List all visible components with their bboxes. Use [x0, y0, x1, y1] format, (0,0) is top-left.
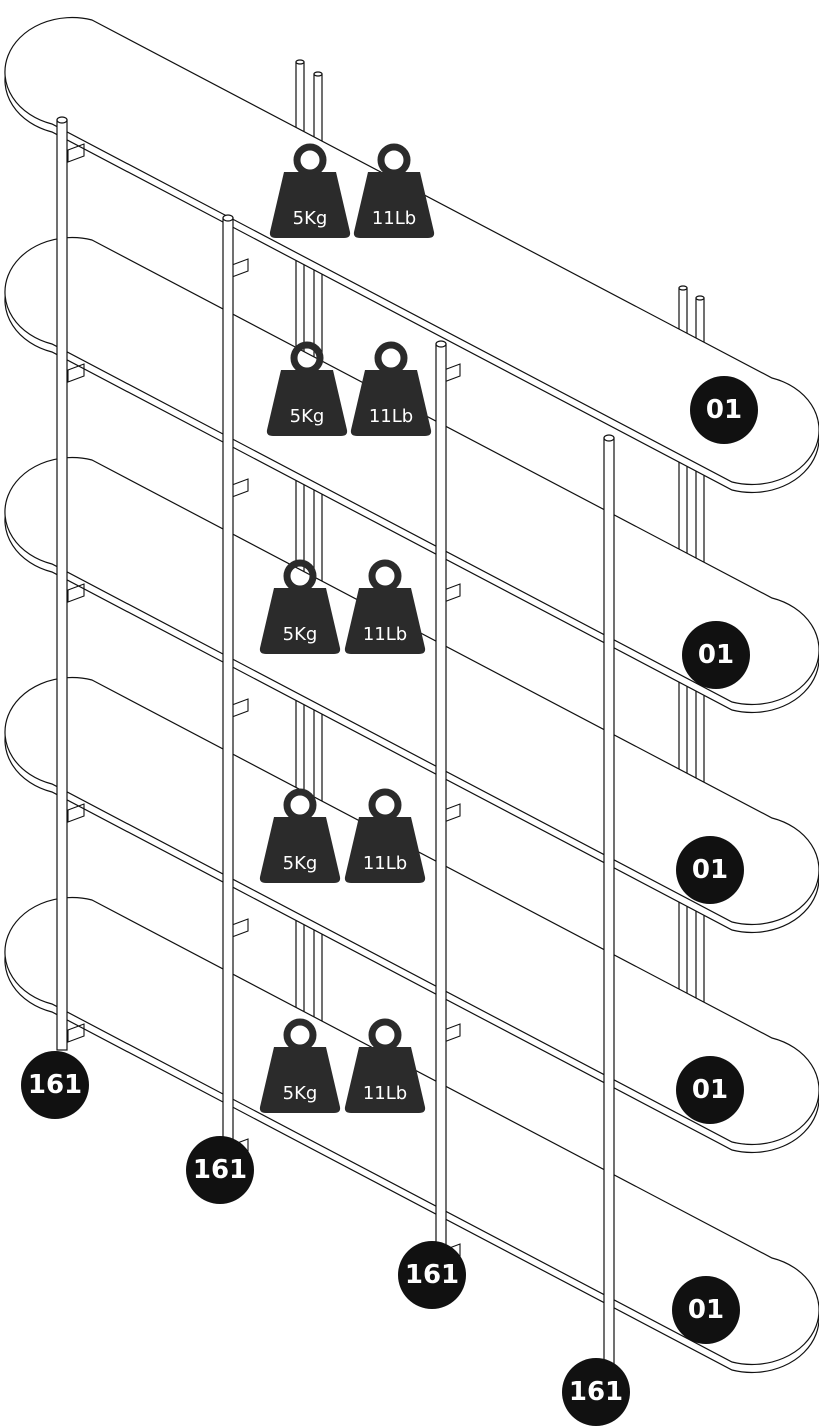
shelf-part-label: 01: [688, 1295, 724, 1325]
shelf-part-label: 01: [692, 855, 728, 885]
shelf-part-label: 01: [698, 640, 734, 670]
weight-imperial-icon: 11Lb: [353, 143, 435, 238]
support-post: [603, 437, 615, 1401]
post-cap: [435, 340, 447, 348]
shelf-bracket: [67, 1023, 85, 1043]
weight-metric-icon: 5Kg: [259, 1018, 341, 1113]
weight-handle: [377, 143, 411, 177]
weight-label: 11Lb: [372, 208, 416, 229]
weight-body: [269, 172, 351, 238]
weight-body: [350, 370, 432, 436]
shelf-bracket: [67, 143, 85, 163]
shelf-surface: [4, 236, 819, 706]
post-cap: [603, 434, 615, 442]
weight-label: 5Kg: [290, 406, 325, 427]
post-part-callout: 161: [562, 1358, 630, 1426]
weight-body: [259, 1047, 341, 1113]
shelf-bracket: [231, 258, 249, 278]
post-part-label: 161: [405, 1260, 459, 1290]
weight-body: [353, 172, 435, 238]
support-post: [435, 343, 447, 1251]
post-cap: [222, 214, 234, 222]
weight-label: 5Kg: [283, 853, 318, 874]
post-part-label: 161: [569, 1377, 623, 1407]
shelf-bracket: [231, 918, 249, 938]
shelf-surface: [4, 456, 819, 926]
support-post: [222, 217, 234, 1141]
weight-label: 5Kg: [283, 624, 318, 645]
weight-icons-layer: 5Kg 11Lb 5Kg 11Lb 5Kg 11Lb 5Kg 11Lb 5Kg 11Lb: [259, 143, 435, 1113]
shelf-part-callout: 01: [672, 1276, 740, 1344]
back-rod-cap: [313, 71, 323, 77]
shelf-panel: [4, 236, 819, 714]
back-rod-cap: [295, 59, 305, 65]
shelf-part-callout: 01: [676, 1056, 744, 1124]
weight-metric-icon: 5Kg: [259, 788, 341, 883]
post-part-callout: 161: [186, 1136, 254, 1204]
shelf-bracket: [67, 363, 85, 383]
weight-metric-icon: 5Kg: [259, 559, 341, 654]
weight-handle: [368, 788, 402, 822]
shelf-panel: [4, 456, 819, 934]
weight-body: [259, 588, 341, 654]
weight-handle: [368, 559, 402, 593]
shelf-surface: [4, 16, 819, 486]
post-part-label: 161: [28, 1070, 82, 1100]
callouts-layer: 01 01 01 01 01 161 161 161 161: [21, 376, 758, 1426]
shelves-layer: [4, 16, 819, 1374]
weight-body: [344, 817, 426, 883]
shelf-panel: [4, 16, 819, 494]
weight-label: 5Kg: [293, 208, 328, 229]
weight-imperial-icon: 11Lb: [350, 341, 432, 436]
post-part-callout: 161: [21, 1051, 89, 1119]
weight-metric-icon: 5Kg: [269, 143, 351, 238]
shelf-part-callout: 01: [682, 621, 750, 689]
weight-imperial-icon: 11Lb: [344, 1018, 426, 1113]
shelf-bracket: [231, 478, 249, 498]
weight-handle: [368, 1018, 402, 1052]
weight-body: [344, 1047, 426, 1113]
weight-metric-icon: 5Kg: [266, 341, 348, 436]
weight-label: 5Kg: [283, 1083, 318, 1104]
shelf-bracket: [67, 583, 85, 603]
shelf-part-callout: 01: [690, 376, 758, 444]
weight-label: 11Lb: [369, 406, 413, 427]
back-rod-cap: [678, 285, 688, 291]
shelf-part-callout: 01: [676, 836, 744, 904]
weight-imperial-icon: 11Lb: [344, 788, 426, 883]
weight-label: 11Lb: [363, 853, 407, 874]
weight-body: [344, 588, 426, 654]
post-part-label: 161: [193, 1155, 247, 1185]
shelf-panel: [4, 676, 819, 1154]
shelf-bracket: [231, 698, 249, 718]
weight-label: 11Lb: [363, 1083, 407, 1104]
weight-body: [266, 370, 348, 436]
back-rod-cap: [695, 295, 705, 301]
shelf-part-label: 01: [706, 395, 742, 425]
weight-body: [259, 817, 341, 883]
shelf-surface: [4, 676, 819, 1146]
weight-handle: [374, 341, 408, 375]
post-cap: [56, 116, 68, 124]
weight-label: 11Lb: [363, 624, 407, 645]
shelf-panel: [4, 896, 819, 1374]
post-part-callout: 161: [398, 1241, 466, 1309]
support-post: [56, 119, 68, 1051]
shelf-bracket: [67, 803, 85, 823]
shelf-part-label: 01: [692, 1075, 728, 1105]
weight-imperial-icon: 11Lb: [344, 559, 426, 654]
shelf-surface: [4, 896, 819, 1366]
